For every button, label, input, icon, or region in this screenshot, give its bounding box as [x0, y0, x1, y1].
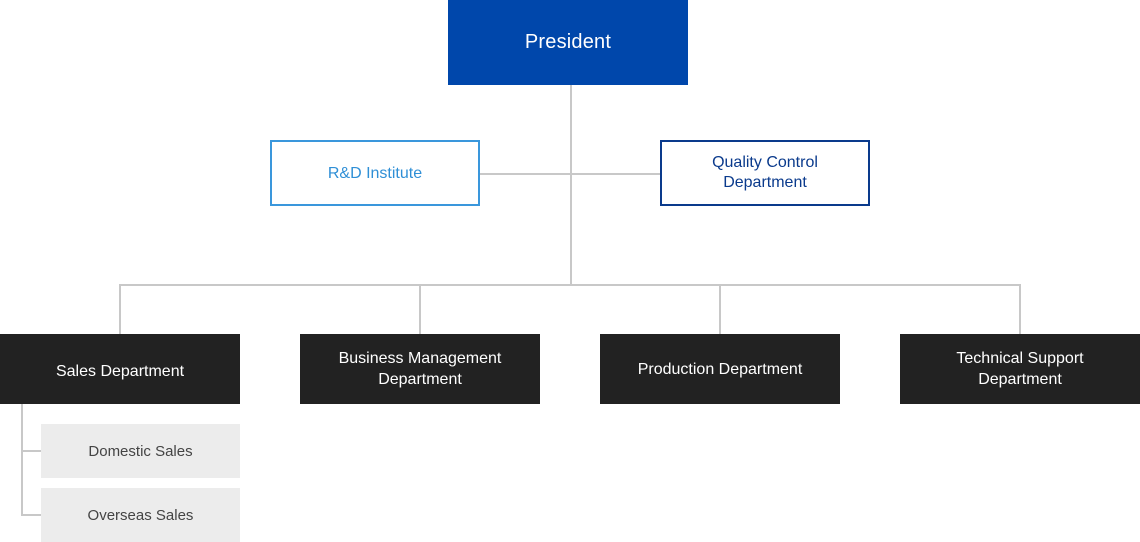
connector-drop-business — [419, 284, 421, 334]
connector-drop-production — [719, 284, 721, 334]
president-label: President — [524, 31, 612, 53]
production-department-box: Production Department — [600, 334, 840, 404]
domestic-sales-box: Domestic Sales — [41, 424, 240, 478]
sales-department-box: Sales Department — [0, 334, 240, 404]
technical-support-box: Technical Support Department — [900, 334, 1140, 404]
quality-control-box: Quality Control Department — [660, 140, 870, 206]
overseas-sales-box: Overseas Sales — [41, 488, 240, 542]
connector-sales-sub-overseas — [21, 514, 41, 516]
overseas-sales-label: Overseas Sales — [87, 506, 194, 524]
connector-sales-sub-domestic — [21, 450, 41, 452]
production-department-label: Production Department — [637, 360, 803, 378]
connector-sales-sub-vertical — [21, 404, 23, 516]
connector-drop-technical — [1019, 284, 1021, 334]
connector-drop-sales — [119, 284, 121, 334]
connector-departments-horizontal — [119, 284, 1021, 286]
connector-president-trunk — [570, 85, 572, 285]
technical-support-label: Technical Support Department — [956, 350, 1084, 388]
connector-staff-horizontal — [480, 173, 660, 175]
business-management-box: Business Management Department — [300, 334, 540, 404]
rnd-institute-label: R&D Institute — [327, 164, 423, 182]
quality-control-label: Quality Control Department — [712, 154, 818, 191]
sales-department-label: Sales Department — [55, 362, 185, 380]
rnd-institute-box: R&D Institute — [270, 140, 480, 206]
domestic-sales-label: Domestic Sales — [88, 442, 193, 460]
business-management-label: Business Management Department — [338, 350, 502, 388]
president-box: President — [448, 0, 688, 85]
